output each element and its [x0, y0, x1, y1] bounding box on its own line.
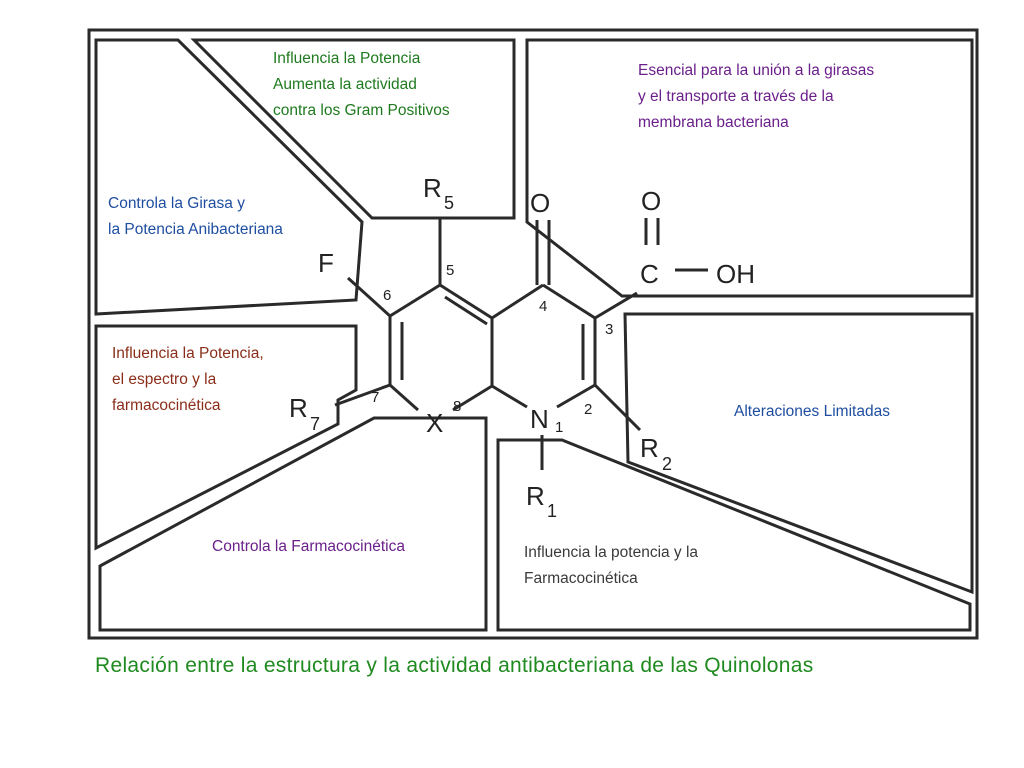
note-right-middle: Alteraciones Limitadas	[734, 403, 890, 420]
note-line: Aumenta la actividad	[273, 76, 417, 93]
atom-r5: R	[423, 173, 442, 203]
position-4: 4	[539, 298, 547, 315]
atom-r7: R	[289, 393, 308, 423]
atom-x: X	[426, 408, 443, 438]
note-line: el espectro y la	[112, 371, 217, 388]
note-line: Controla la Farmacocinética	[212, 538, 405, 555]
note-line: Alteraciones Limitadas	[734, 403, 890, 420]
position-1: 1	[555, 419, 563, 436]
atom-f: F	[318, 248, 334, 278]
position-3: 3	[605, 321, 613, 338]
note-left-middle: Influencia la Potencia, el espectro y la f…	[112, 345, 264, 414]
note-line: Controla la Girasa y	[108, 195, 245, 212]
note-bottom-middle: Controla la Farmacocinética	[212, 538, 405, 555]
note-line: Influencia la potencia y la	[524, 544, 698, 561]
region-top-right	[525, 38, 974, 298]
position-8: 8	[453, 398, 461, 415]
note-left-upper: Controla la Girasa y la Potencia Anibacte…	[108, 195, 283, 238]
region-bottom-right	[496, 438, 972, 632]
atom-n: N	[530, 404, 549, 434]
region-bottom-middle	[98, 416, 488, 632]
region-left-middle	[94, 324, 358, 551]
note-line: contra los Gram Positivos	[273, 102, 450, 119]
note-line: Influencia la Potencia	[273, 50, 421, 67]
note-line: Farmacocinética	[524, 570, 638, 587]
position-7: 7	[371, 389, 379, 406]
molecule-positions: 1 2 3 4 5 6 7 8	[371, 262, 613, 436]
atom-r1-sub: 1	[547, 501, 557, 521]
atom-oh: OH	[716, 259, 755, 289]
molecule-atoms: F R 5 O O C OH R 7 X N R 2 R 1	[289, 173, 755, 521]
diagram-caption: Relación entre la estructura y la activi…	[95, 654, 814, 677]
note-line: Esencial para la unión a la girasas	[638, 62, 874, 79]
note-line: membrana bacteriana	[638, 114, 789, 131]
atom-r2-sub: 2	[662, 454, 672, 474]
note-line: la Potencia Anibacteriana	[108, 221, 283, 238]
atom-r1: R	[526, 481, 545, 511]
atom-r7-sub: 7	[310, 414, 320, 434]
region-top-middle	[190, 38, 516, 220]
note-line: farmacocinética	[112, 397, 221, 414]
position-5: 5	[446, 262, 454, 279]
note-line: y el transporte a través de la	[638, 88, 834, 105]
note-bottom-right: Influencia la potencia y la Farmacocinéti…	[524, 544, 698, 587]
atom-o-acid: O	[641, 186, 661, 216]
note-top-right: Esencial para la unión a la girasas y el …	[638, 62, 874, 131]
region-right-middle	[623, 312, 974, 595]
position-2: 2	[584, 401, 592, 418]
atom-c-acid: C	[640, 259, 659, 289]
atom-r2: R	[640, 433, 659, 463]
note-line: Influencia la Potencia,	[112, 345, 264, 362]
molecule-bonds	[334, 217, 708, 470]
outer-frame	[87, 28, 979, 640]
position-6: 6	[383, 287, 391, 304]
atom-o4: O	[530, 188, 550, 218]
atom-r5-sub: 5	[444, 193, 454, 213]
region-left-upper	[94, 38, 364, 316]
